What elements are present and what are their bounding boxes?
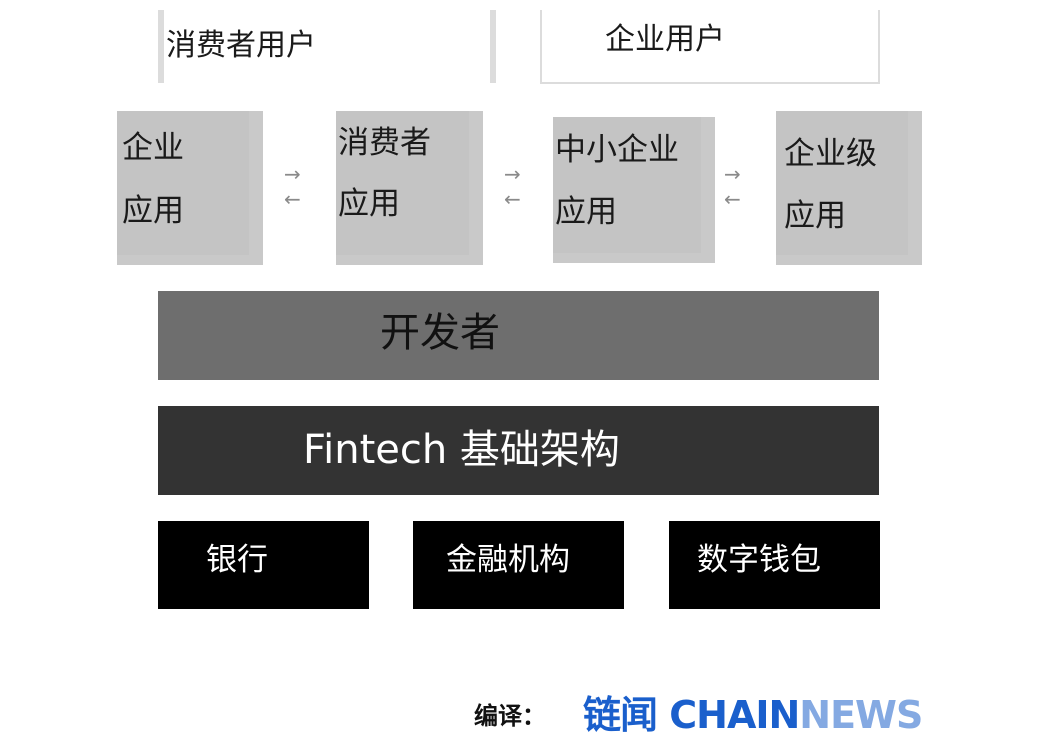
app-label-line1: 消费者 — [338, 125, 431, 161]
arrow-right-icon: → — [284, 162, 301, 186]
app-label-line2: 应用 — [784, 198, 846, 234]
app-label-line1: 中小企业 — [555, 132, 679, 168]
infrastructure-label: Fintech 基础架构 — [303, 427, 620, 473]
institution-label: 金融机构 — [446, 542, 570, 578]
arrow-left-icon: ← — [724, 187, 741, 211]
sme-app-box: 中小企业 应用 — [553, 117, 715, 263]
consumer-bracket-left — [158, 10, 164, 83]
app-label-line2: 应用 — [555, 194, 617, 230]
consumer-users-label: 消费者用户 — [166, 28, 316, 63]
enterprise-users-label: 企业用户 — [605, 22, 725, 57]
developer-label: 开发者 — [380, 310, 500, 356]
fintech-infrastructure-layer: Fintech 基础架构 — [158, 406, 879, 495]
digital-wallet-box: 数字钱包 — [669, 521, 880, 609]
enterprise-app-box: 企业 应用 — [117, 111, 263, 265]
logo-chain: CHAIN — [669, 693, 800, 737]
app-label-line2: 应用 — [122, 193, 184, 229]
arrow-right-icon: → — [724, 162, 741, 186]
developer-layer: 开发者 — [158, 291, 879, 380]
logo-news: NEWS — [799, 693, 923, 737]
consumer-app-box: 消费者 应用 — [336, 111, 483, 265]
institution-label: 银行 — [206, 542, 268, 578]
app-label-line2: 应用 — [338, 186, 400, 222]
credit-label: 编译： — [474, 702, 546, 730]
arrow-left-icon: ← — [284, 187, 301, 211]
arrow-left-icon: ← — [504, 187, 521, 211]
logo-cn: 链闻 — [583, 693, 658, 737]
institution-label: 数字钱包 — [697, 542, 821, 578]
consumer-bracket-right — [490, 10, 496, 83]
chainnews-logo: 链闻 CHAINNEWS — [583, 684, 923, 739]
arrow-right-icon: → — [504, 162, 521, 186]
bank-box: 银行 — [158, 521, 369, 609]
financial-institution-box: 金融机构 — [413, 521, 624, 609]
enterprise-grade-app-box: 企业级 应用 — [776, 111, 922, 265]
app-label-line1: 企业 — [122, 130, 184, 166]
enterprise-users-box — [540, 10, 880, 84]
app-label-line1: 企业级 — [784, 136, 877, 172]
